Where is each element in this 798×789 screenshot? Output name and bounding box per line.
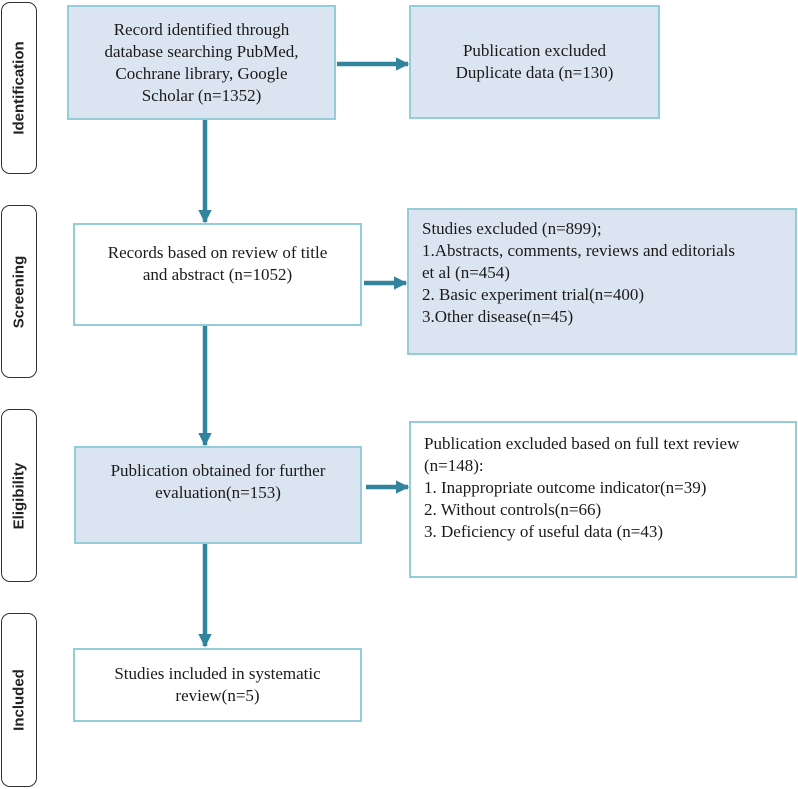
box-records-screened: Records based on review of title and abs…	[73, 223, 362, 326]
stage-eligibility-tab: Eligibility	[1, 409, 37, 582]
box-studies-included: Studies included in systematic review(n=…	[73, 648, 362, 722]
box-duplicate-excluded: Publication excluded Duplicate data (n=1…	[409, 5, 660, 119]
stage-included-tab: Included	[1, 613, 37, 787]
stage-screening-tab: Screening	[1, 205, 37, 378]
stage-identification-tab: Identification	[1, 2, 37, 174]
box-records-identified: Record identified through database searc…	[67, 5, 336, 120]
box-studies-excluded: Studies excluded (n=899); 1.Abstracts, c…	[407, 208, 797, 355]
box-publication-eligible: Publication obtained for further evaluat…	[74, 446, 362, 544]
box-fulltext-excluded: Publication excluded based on full text …	[409, 421, 797, 578]
